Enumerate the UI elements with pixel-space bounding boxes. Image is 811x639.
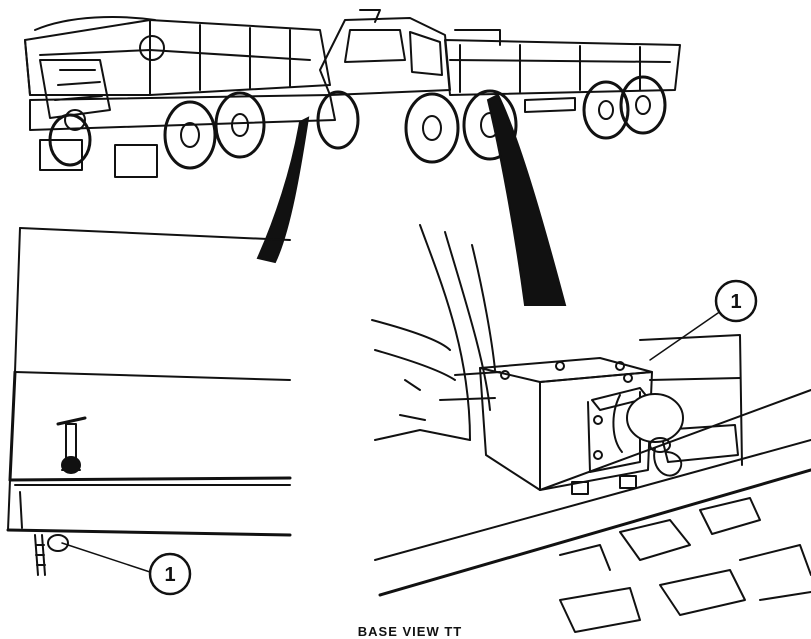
view-caption: BASE VIEW TT bbox=[300, 626, 520, 638]
callout-left-number: 1 bbox=[164, 564, 175, 586]
truck-and-trailer bbox=[25, 10, 680, 177]
callout-right-number: 1 bbox=[730, 291, 741, 313]
callout-left: 1 bbox=[150, 554, 190, 594]
left-detail-view bbox=[8, 228, 290, 575]
callout-right: 1 bbox=[716, 281, 756, 321]
detail-pointer-right bbox=[488, 95, 565, 305]
